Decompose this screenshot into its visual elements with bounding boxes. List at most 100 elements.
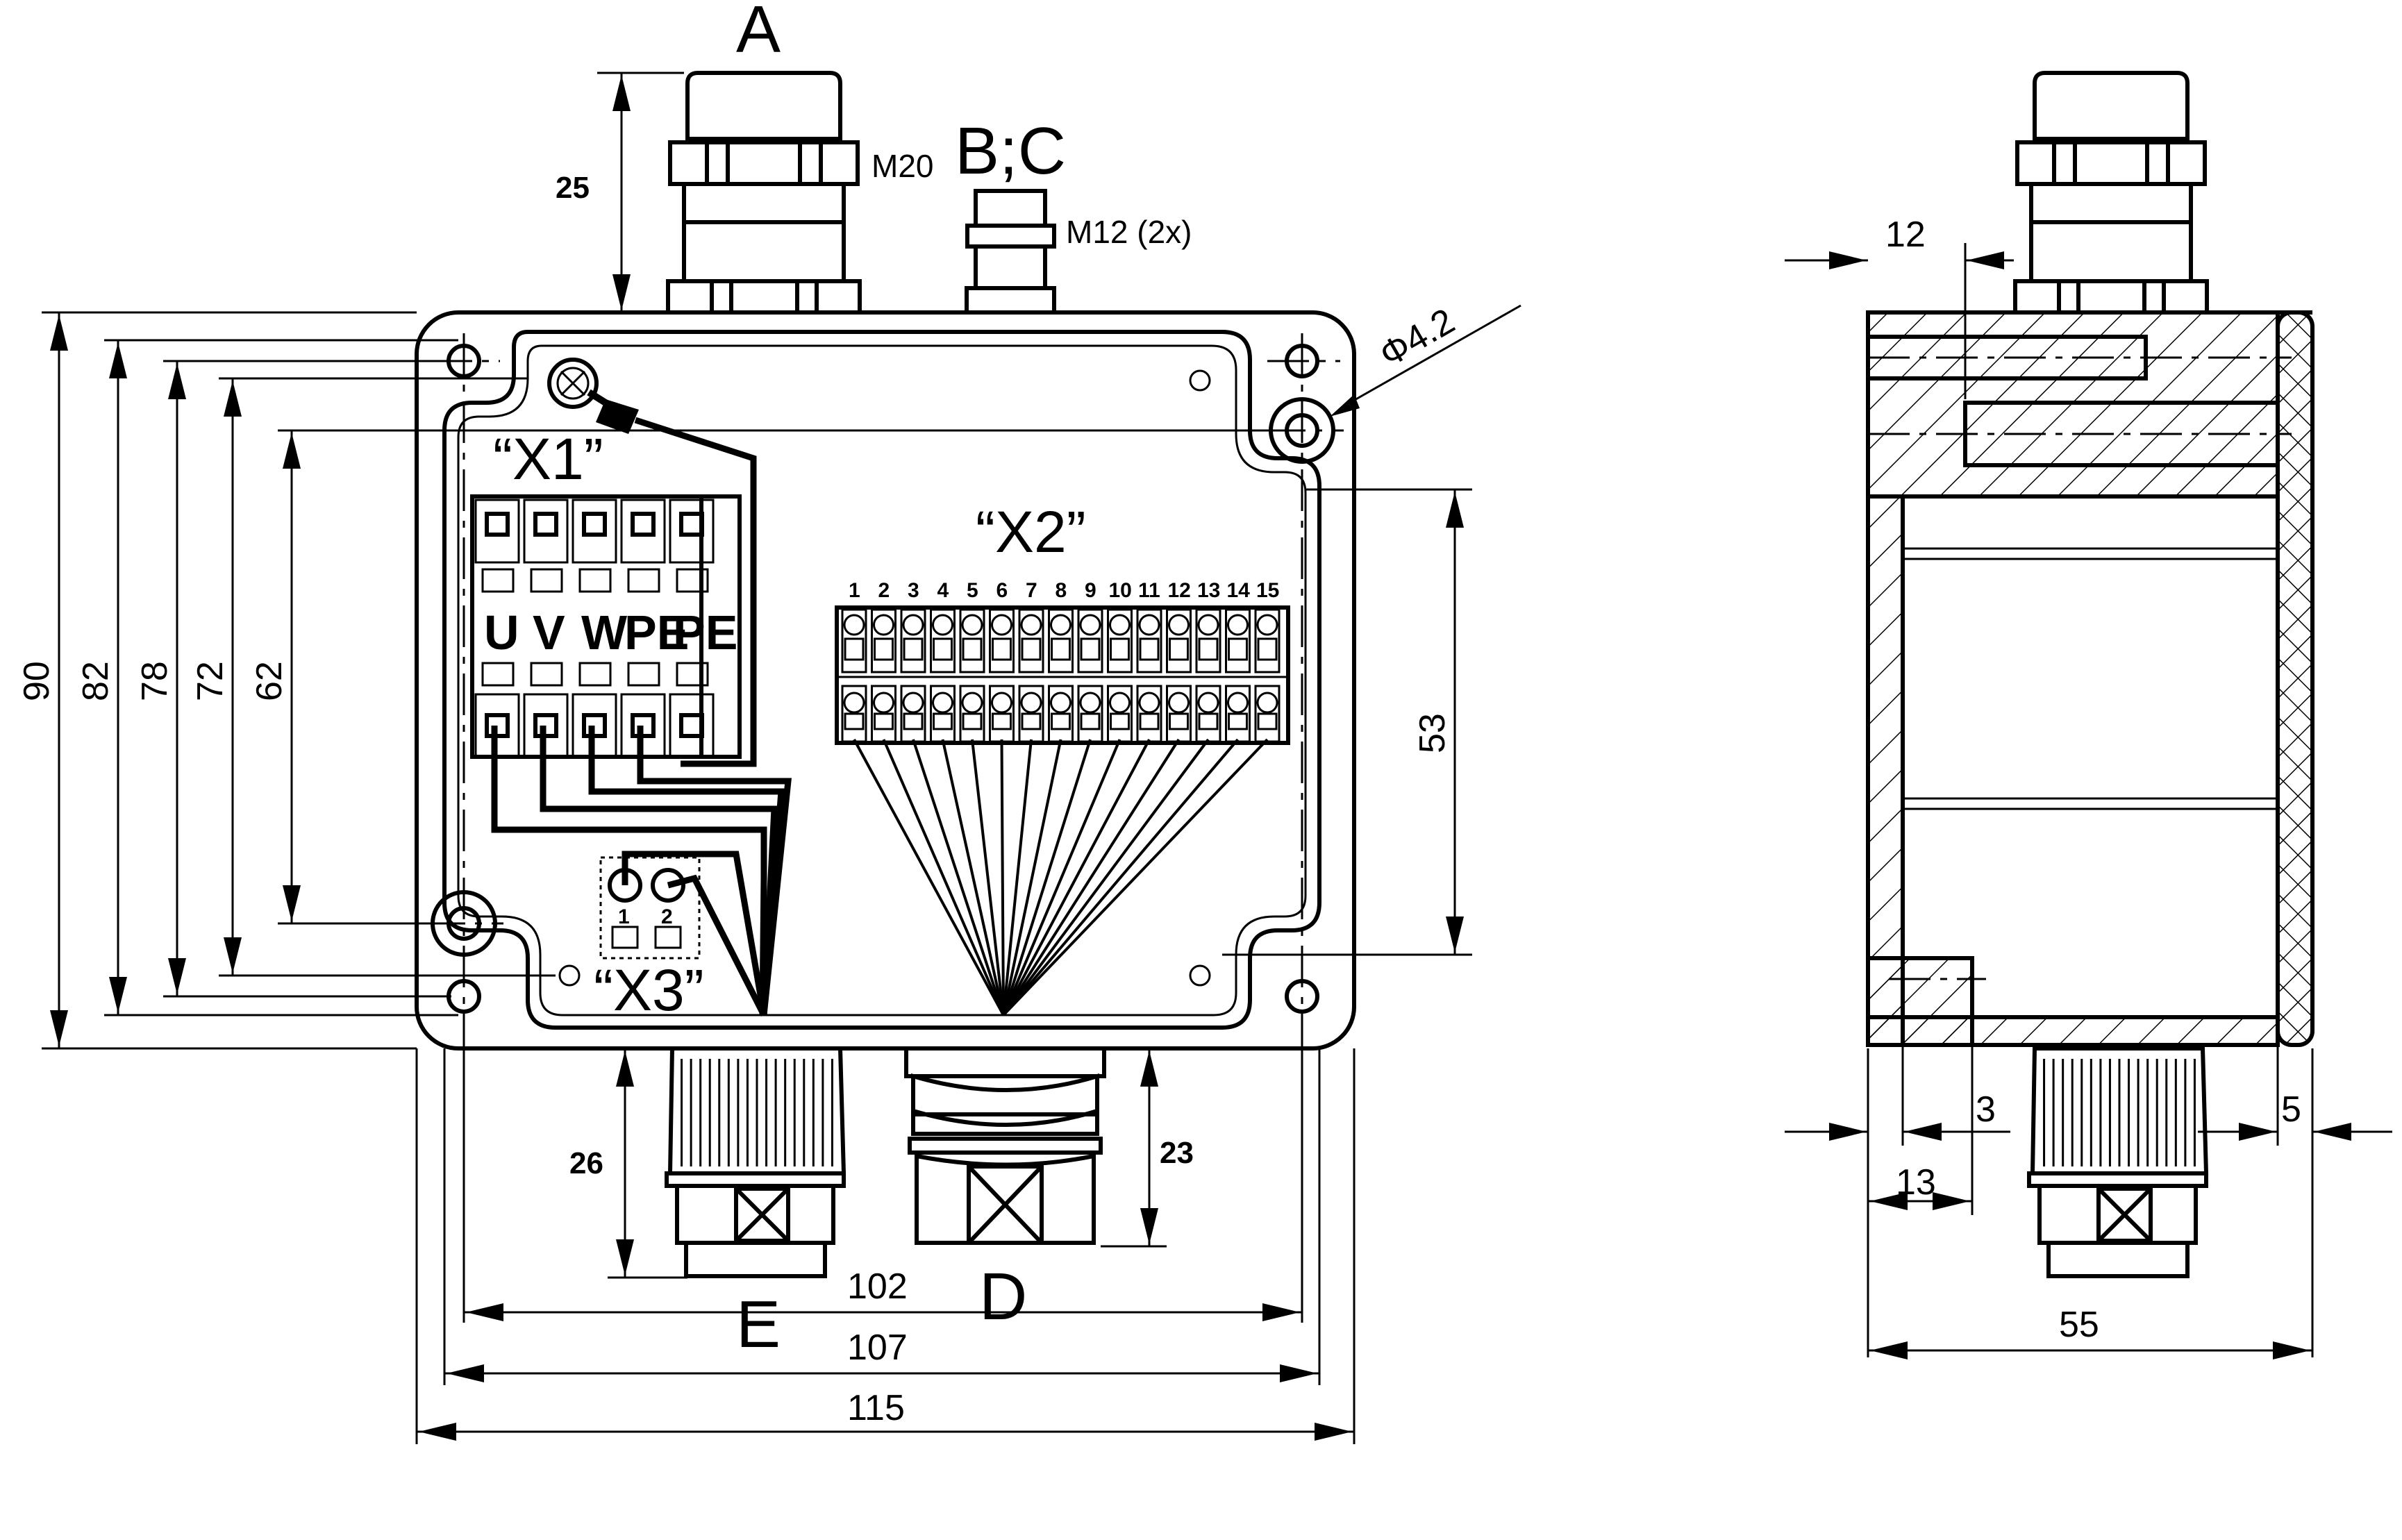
x2-terminal: 6 [989,579,1015,743]
x2-terminal: 15 [1254,579,1281,743]
x2-terminal-number: 4 [937,579,949,602]
x2-terminal-number: 8 [1056,579,1067,602]
label-m20: M20 [871,148,933,184]
x2-terminal-number: 5 [967,579,978,602]
x2-terminal: 14 [1225,579,1251,743]
x2-wire [1000,739,1005,1016]
dim-25: 25 [556,171,590,205]
dim-13: 13 [1896,1162,1936,1203]
x2-terminal: 10 [1107,579,1133,743]
x1-wiring [491,726,792,1017]
label-d: D [979,1259,1027,1334]
x2-wire [1002,739,1121,1016]
dim-62: 62 [249,661,290,701]
x1-terminal-label: PE [673,605,737,660]
enclosure-inner-contour [442,330,1321,1030]
x1-terminal-label: W [581,605,627,660]
side-gland-top [2013,71,2209,315]
x2-terminal: 11 [1136,579,1162,743]
enclosure-inner-contour-2 [457,344,1307,1016]
x2-terminal-number: 13 [1197,579,1220,602]
front-dimensions: 25 90 82 78 [17,72,1472,1444]
x2-wire [882,739,1005,1016]
x2-wire [941,739,1005,1016]
x2-terminal: 1 [841,579,867,743]
side-view: 12 3 13 5 5 [1785,71,2392,1359]
x1-terminal-label: V [533,605,565,660]
x2-terminal-number: 14 [1227,579,1251,602]
dim-53: 53 [1412,713,1453,753]
dim-90: 90 [17,661,57,701]
x1-terminal-label: PE [624,605,689,660]
x2-wire [1002,739,1092,1016]
side-cavity [1901,494,2280,1019]
x2-wire [1002,739,1033,1016]
ground-screw-inner [556,367,590,400]
label-m12: M12 (2x) [1066,214,1192,250]
x2-terminal-number: 2 [878,579,890,602]
x2-wire [1002,738,1181,1016]
x1-terminal: PE [620,499,689,758]
x2-terminal: 3 [900,579,926,743]
x1-terminal: PE [669,499,737,758]
x2-terminal-number: 11 [1138,579,1160,602]
ground-screw [547,358,599,409]
lid-screw [558,964,581,987]
dim-107: 107 [847,1328,908,1368]
x2-terminal: 2 [871,579,896,743]
x2-terminal-number: 3 [908,579,919,602]
x2-terminal-number: 6 [996,579,1008,602]
dim-55: 55 [2059,1305,2099,1345]
dim-5: 5 [2281,1089,2301,1130]
dim-78: 78 [135,661,175,701]
side-lid [2276,310,2315,1047]
x2-terminal-number: 7 [1026,579,1037,602]
x2-terminal: 9 [1077,579,1103,743]
dim-26: 26 [569,1146,603,1180]
x2-terminal-number: 1 [849,579,860,602]
x2-terminal: 4 [930,579,956,743]
dim-3: 3 [1976,1089,1996,1130]
x1-terminal: U [474,499,520,758]
x1-terminal: V [523,499,569,758]
ground-lug [596,399,639,434]
x2-terminal: 7 [1018,579,1044,743]
enclosure-outer [415,310,1356,1051]
terminal-block-x3: 1 2 [599,856,701,960]
x2-wire [1002,739,1062,1016]
lid-screw [1189,964,1211,987]
x2-wiring [853,738,1269,1016]
x2-terminal-number: 15 [1256,579,1279,602]
x2-terminal-number: 12 [1168,579,1191,602]
gland-d [904,1046,1106,1245]
dim-23: 23 [1160,1136,1194,1170]
lid-screw [1189,369,1211,392]
x2-terminal-number: 10 [1109,579,1132,602]
x2-wire [912,739,1005,1016]
label-x1: “X1” [493,426,603,492]
x2-wire [1002,739,1151,1016]
side-dimensions: 12 3 13 5 5 [1785,215,2392,1359]
x2-wire [853,739,1005,1016]
x3-terminal-2: 2 [661,905,673,928]
x2-terminal-number: 9 [1085,579,1096,602]
side-boss-bottom [1866,956,1974,1047]
gland-a [666,71,862,315]
x2-terminal: 5 [959,579,985,743]
x2-wire [1002,738,1210,1016]
x2-terminal: 8 [1048,579,1074,743]
label-x3: “X3” [594,957,704,1023]
x2-terminal: 13 [1195,579,1221,743]
x2-terminal: 12 [1166,579,1192,743]
label-e: E [736,1287,781,1362]
x2-wire [971,739,1005,1016]
gland-bc [965,189,1056,315]
dim-12: 12 [1885,215,1926,255]
gland-e [665,1046,846,1278]
x2-wire [1002,738,1240,1016]
x1-terminal-label: U [484,605,519,660]
